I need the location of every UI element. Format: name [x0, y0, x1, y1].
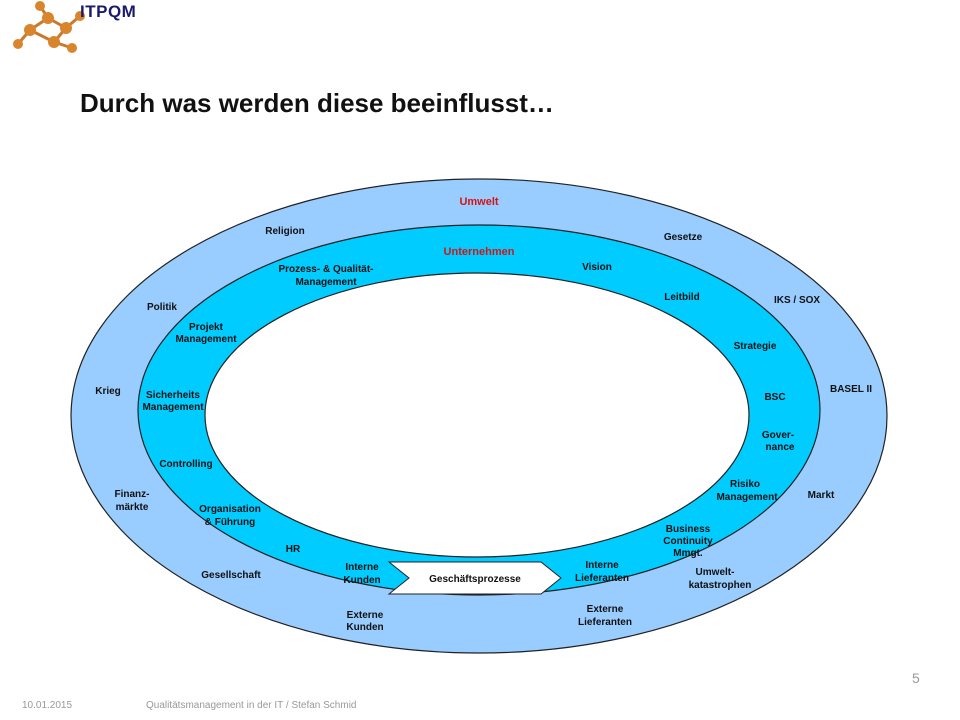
center-area — [204, 272, 750, 558]
label-iks-sox: IKS / SOX — [774, 295, 820, 306]
label-strategie: Strategie — [734, 341, 777, 352]
label-interne-kunden-2: Kunden — [343, 575, 380, 586]
label-interne-lieferanten-2: Lieferanten — [575, 573, 629, 584]
label-business-continuity-3: Mmgt. — [673, 548, 703, 559]
label-sicherheits-management-2: Management — [142, 402, 204, 413]
process-arrow — [387, 561, 562, 595]
label-controlling: Controlling — [159, 459, 212, 470]
label-externe-lieferanten-1: Externe — [587, 604, 624, 615]
label-risiko-management-1: Risiko — [730, 479, 760, 490]
slide-title: Durch was werden diese beeinflusst… — [80, 88, 554, 118]
label-business-continuity-1: Business — [666, 524, 711, 535]
label-finanzmaerkte-2: märkte — [116, 502, 149, 513]
label-politik: Politik — [147, 302, 177, 313]
label-hr: HR — [286, 544, 301, 555]
label-business-continuity-2: Continuity — [663, 536, 713, 547]
label-interne-lieferanten-1: Interne — [585, 560, 619, 571]
label-projekt-management-2: Management — [175, 334, 237, 345]
label-vision: Vision — [582, 262, 612, 273]
label-interne-kunden-1: Interne — [345, 562, 379, 573]
label-externe-lieferanten-2: Lieferanten — [578, 617, 632, 628]
process-arrow-label: Geschäftsprozesse — [429, 574, 521, 585]
label-bsc: BSC — [764, 392, 785, 403]
inner-ring-title: Unternehmen — [444, 246, 515, 258]
label-organisation-fuehrung-2: & Führung — [205, 517, 256, 528]
outer-ring-title: Umwelt — [459, 196, 498, 208]
label-gesellschaft: Gesellschaft — [201, 570, 261, 581]
label-krieg: Krieg — [95, 386, 121, 397]
label-umweltkatastrophen-2: katastrophen — [689, 580, 752, 591]
label-prozess-qualitaet-2: Management — [295, 277, 357, 288]
label-religion: Religion — [265, 226, 304, 237]
footer-date: 10.01.2015 — [22, 700, 73, 711]
label-markt: Markt — [808, 490, 835, 501]
page-number: 5 — [912, 670, 920, 686]
logo-text: ITPQM — [80, 2, 137, 21]
label-umweltkatastrophen-1: Umwelt- — [696, 567, 735, 578]
itpqm-logo — [13, 1, 85, 53]
label-basel: BASEL II — [830, 384, 872, 395]
footer-text: Qualitätsmanagement in der IT / Stefan S… — [146, 700, 357, 711]
label-externe-kunden-1: Externe — [347, 610, 384, 621]
label-organisation-fuehrung-1: Organisation — [199, 504, 261, 515]
label-gesetze: Gesetze — [664, 232, 703, 243]
label-externe-kunden-2: Kunden — [346, 622, 383, 633]
label-finanzmaerkte-1: Finanz- — [115, 489, 150, 500]
label-governance-1: Gover- — [762, 430, 794, 441]
label-leitbild: Leitbild — [664, 292, 700, 303]
label-sicherheits-management-1: Sicherheits — [146, 390, 200, 401]
label-governance-2: nance — [766, 442, 795, 453]
label-prozess-qualitaet-1: Prozess- & Qualität- — [278, 264, 373, 275]
label-projekt-management-1: Projekt — [189, 322, 224, 333]
label-risiko-management-2: Management — [716, 492, 778, 503]
